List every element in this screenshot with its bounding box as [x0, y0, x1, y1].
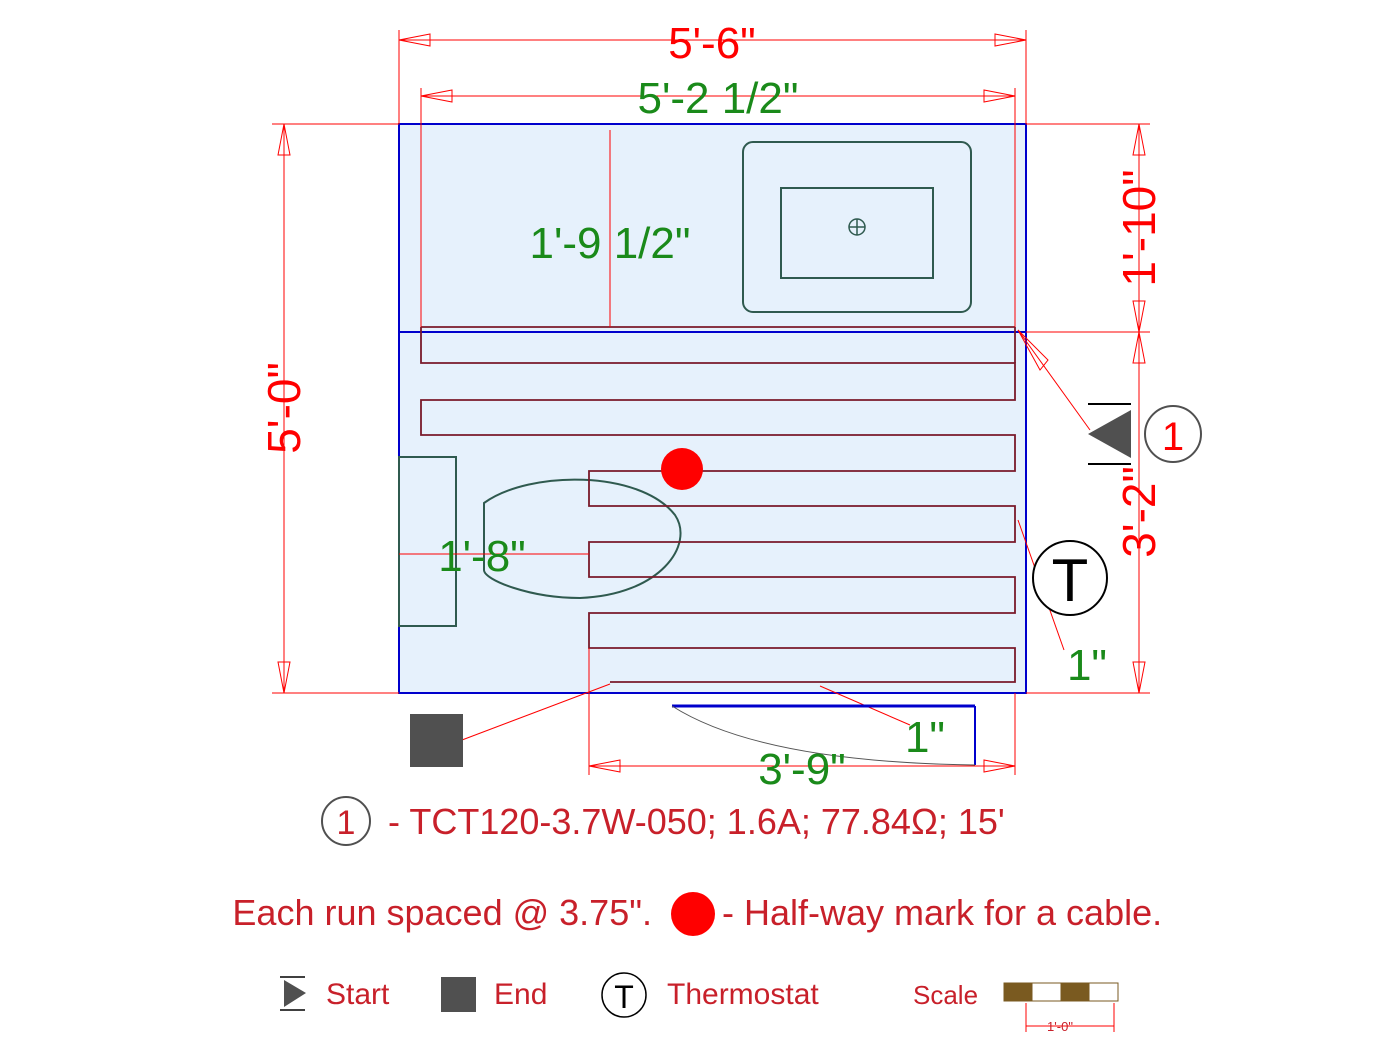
toilet-bowl	[483, 478, 682, 600]
sink-basin	[780, 187, 934, 279]
dimension-lines	[272, 30, 1150, 775]
spec-cable-number: 1	[337, 804, 356, 842]
halfway-legend-icon	[671, 892, 715, 936]
dim-vanity-clearance: 1'-9 1/2"	[529, 219, 690, 268]
spec-cable-circle	[321, 796, 371, 846]
dim-bottom-run-length: 3'-9"	[758, 745, 846, 794]
cable-number-label: 1	[1162, 415, 1184, 459]
start-legend-icon	[280, 976, 306, 1011]
cable-end-icon	[410, 714, 463, 767]
dim-heated-height: 3'-2"	[1113, 466, 1165, 558]
drain-icon	[848, 218, 866, 236]
scale-length-label: 1'-0"	[1047, 1019, 1073, 1034]
legend-thermostat-symbol: T	[614, 979, 634, 1015]
cable-spec-text: - TCT120-3.7W-050; 1.6A; 77.84Ω; 15'	[388, 801, 1005, 842]
legend-end-label: End	[494, 978, 547, 1011]
cable-start-icon	[1088, 403, 1131, 465]
dim-vanity-depth: 1'-10"	[1113, 169, 1165, 286]
end-legend-icon	[441, 977, 476, 1012]
legend-thermostat-label: Thermostat	[667, 978, 819, 1011]
door-threshold	[671, 704, 976, 766]
vanity-outline	[742, 141, 972, 313]
heating-cable	[420, 326, 1016, 683]
dim-overall-height: 5'-0"	[258, 362, 310, 454]
room-outline	[398, 123, 1027, 694]
toilet-tank	[398, 456, 457, 627]
thermostat-legend-icon	[601, 972, 647, 1018]
legend-scale-label: Scale	[913, 980, 978, 1010]
cable-number-circle	[1144, 405, 1202, 463]
dim-heated-width: 5'-2 1/2"	[637, 74, 798, 123]
halfway-mark	[661, 448, 703, 490]
dim-edge-offset-bottom: 1"	[905, 713, 945, 762]
dim-toilet-clearance: 1'-8"	[438, 532, 526, 581]
legend-start-label: Start	[326, 978, 390, 1011]
thermostat-symbol: T	[1052, 547, 1089, 614]
dim-edge-offset-right: 1"	[1067, 641, 1107, 690]
scale-bar	[1003, 982, 1119, 1032]
dim-overall-width: 5'-6"	[668, 19, 756, 68]
thermostat-icon	[1032, 540, 1108, 616]
spacing-note: Each run spaced @ 3.75".	[232, 892, 652, 933]
halfway-note: - Half-way mark for a cable.	[722, 892, 1162, 933]
